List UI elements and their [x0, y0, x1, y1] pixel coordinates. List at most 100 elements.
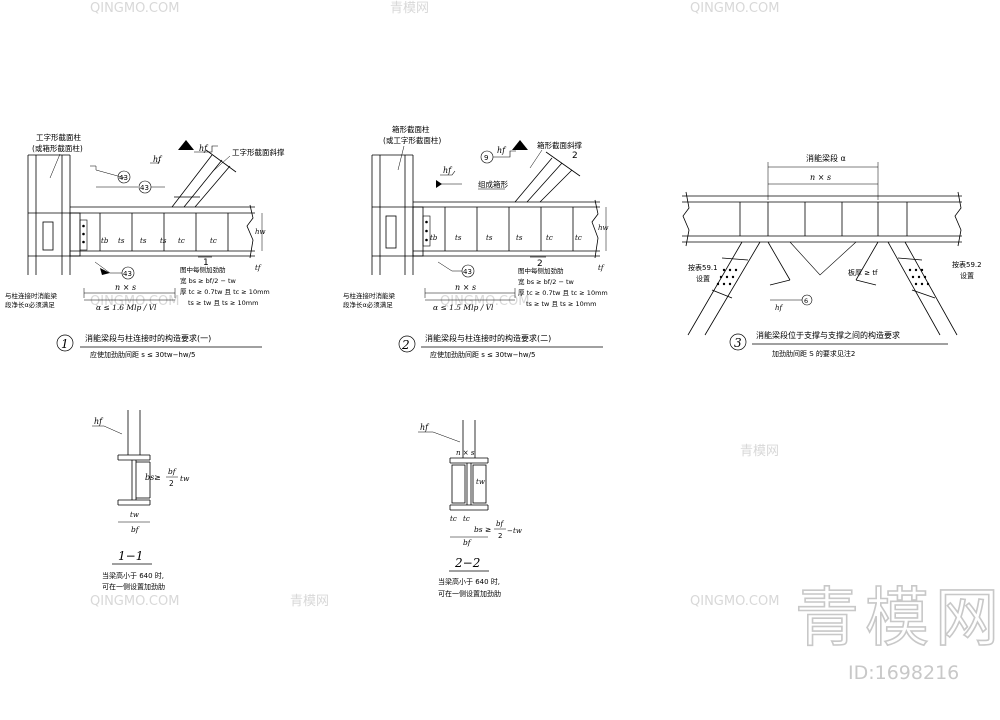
detail1-hf-top: hf	[153, 155, 163, 164]
detail3-hf: hf	[775, 304, 784, 312]
section1-tw: tw	[180, 474, 190, 483]
detail3-left-brace	[687, 241, 791, 336]
detail3-right-brace	[855, 241, 958, 336]
detail2-column-label: 箱形截面柱	[392, 124, 430, 134]
detail3-left-note-1: 按表59.1	[688, 263, 718, 272]
detail2-right-note-4: ts ≥ tw 且 ts ≥ 10mm	[526, 300, 596, 308]
detail2-title: 消能梁段与柱连接时的构造要求(二)	[425, 333, 551, 343]
detail3-right-bolts	[908, 268, 930, 286]
watermark-tile: QINGMO.COM	[90, 594, 179, 609]
watermark-tile: QINGMO.COM	[690, 594, 779, 609]
detail3-beam	[682, 191, 962, 247]
section2-hf: hf	[420, 423, 430, 432]
section2-ge-sign: ≥	[485, 525, 491, 534]
detail2-end-plate	[412, 206, 431, 257]
detail1-tc2: tc	[210, 237, 217, 245]
detail1-weld-43b: 43	[140, 184, 149, 192]
detail3-left-bolts	[716, 268, 738, 286]
section2-title: 2−2	[454, 556, 480, 570]
detail1-brace-label: 工字形截面斜撑	[232, 147, 285, 157]
section1-bs: bs	[145, 473, 154, 482]
detail1-alpha-limit: α ≤ 1.6 Mlp / Vl	[96, 303, 157, 312]
section2-denominator: 2	[498, 532, 502, 540]
section2-tc2: tc	[463, 515, 470, 523]
watermark-tile: 青模网	[290, 594, 329, 609]
section2-bf-numerator: bf	[496, 520, 504, 528]
detail1-column-label: 工字形截面柱	[36, 132, 81, 142]
watermark-tile: QINGMO.COM	[690, 1, 779, 16]
detail2-right-note-2: 宽 bs ≥ bf/2 − tw	[518, 277, 575, 286]
watermark-brand: 青模网	[795, 582, 1000, 656]
detail1-ts3: ts	[160, 237, 167, 245]
detail1-weld-43c: 43	[123, 270, 132, 278]
detail2-column	[371, 154, 414, 275]
section2-bf: bf	[463, 538, 472, 547]
detail1-tf: tf	[255, 264, 262, 272]
detail3-n-x-s: n × s	[810, 173, 831, 182]
section1-ge-sign: ≥	[154, 473, 161, 482]
section2-tc: tc	[450, 515, 457, 523]
detail3-number: 3	[734, 336, 742, 350]
detail2-right-note-3: 厚 tc ≥ 0.7tw 且 tc ≥ 10mm	[518, 289, 608, 297]
detail1-subtitle: 应使加劲肋间距 s ≤ 30tw−hw/5	[90, 350, 195, 359]
detail1-column	[27, 154, 71, 275]
detail1-ts2: ts	[140, 237, 147, 245]
section2-profile	[449, 420, 489, 511]
watermark-tile: QINGMO.COM	[90, 1, 179, 16]
section1-title: 1−1	[118, 549, 143, 563]
detail1-right-note-3: 厚 tc ≥ 0.7tw 且 tc ≥ 10mm	[180, 288, 270, 296]
section2-note-1: 当梁高小于 640 时,	[438, 577, 500, 586]
detail2-tf: tf	[598, 264, 605, 272]
detail2-weld-callouts: 9 hf hf 43	[436, 140, 528, 278]
watermark-tile: 青模网	[390, 1, 429, 16]
section2-tw: tw	[476, 478, 485, 486]
section1-note-1: 当梁高小于 640 时,	[102, 571, 164, 580]
detail1-weld-43a: 43	[119, 174, 128, 182]
detail1-brace	[171, 149, 237, 208]
detail1-section-mark: 1	[203, 258, 209, 268]
section1-tw-bottom: tw	[130, 511, 139, 519]
section1-profile	[117, 410, 151, 506]
watermark-tile: 青模网	[740, 444, 779, 459]
detail2-flange-label: 组成箱形	[478, 179, 508, 189]
detail2-weld-9: 9	[484, 154, 488, 162]
detail3-weld-6: 6	[804, 297, 808, 305]
section2-tw-tail: tw	[513, 527, 522, 535]
detail2-tc1: tc	[546, 234, 553, 242]
detail2-ts2: ts	[486, 234, 493, 242]
detail2-hf-top: hf	[497, 146, 507, 155]
detail1-weld-callouts: hf hf 43 43 43	[90, 140, 218, 280]
detail1-end-plate	[69, 212, 88, 257]
detail2-tc2: tc	[575, 234, 582, 242]
detail1-beam	[70, 204, 255, 259]
detail1-right-note-4: ts ≥ tw 且 ts ≥ 10mm	[188, 299, 258, 307]
detail2-column-alt-label: (或工字形截面柱)	[383, 135, 441, 145]
detail-2: 箱形截面柱 (或工字形截面柱) 箱形截面斜撑 组成箱形 2 9 hf hf 43…	[343, 124, 609, 359]
section1-bf-numerator: bf	[168, 467, 177, 476]
detail1-hf-right: hf	[199, 144, 209, 153]
detail1-hw: hw	[255, 228, 266, 236]
detail-3: 消能梁段 α n × s	[682, 153, 982, 358]
detail2-number: 2	[401, 338, 410, 352]
detail1-tc1: tc	[178, 237, 185, 245]
detail2-weld-43: 43	[463, 268, 472, 276]
detail1-title: 消能梁段与柱连接时的构造要求(一)	[85, 333, 211, 343]
watermark-id: ID:1698216	[848, 662, 959, 684]
detail2-ts1: ts	[455, 234, 462, 242]
detail2-n-x-s: n × s	[455, 283, 476, 292]
detail2-hw: hw	[598, 224, 609, 232]
watermark-tiles: QINGMO.COM 青模网 QINGMO.COM QINGMO.COM QIN…	[90, 1, 779, 609]
detail2-beam	[413, 199, 600, 259]
section1-bf: bf	[131, 525, 140, 534]
section2-note-2: 可在一侧设置加劲肋	[438, 589, 501, 598]
section-1-1: hf bs ≥ bf 2 tw tw bf 1−1 当梁高小于 640 时, 可…	[92, 410, 190, 591]
detail2-left-note-1: 与柱连接时消能梁	[343, 291, 396, 300]
detail2-left-note-2: 段净长α必须满足	[343, 300, 393, 309]
detail3-right-note-2: 设置	[960, 271, 974, 280]
detail3-subtitle: 加劲肋间距 S 的要求见注2	[772, 349, 855, 358]
section-2-2: hf n × s tw tc tc bs ≥ bf 2 − tw bf 2−2 …	[418, 420, 522, 598]
detail2-subtitle: 应使加劲肋间距 s ≤ 30tw−hw/5	[430, 350, 535, 359]
section1-hf: hf	[94, 417, 104, 426]
detail1-number: 1	[61, 337, 69, 351]
